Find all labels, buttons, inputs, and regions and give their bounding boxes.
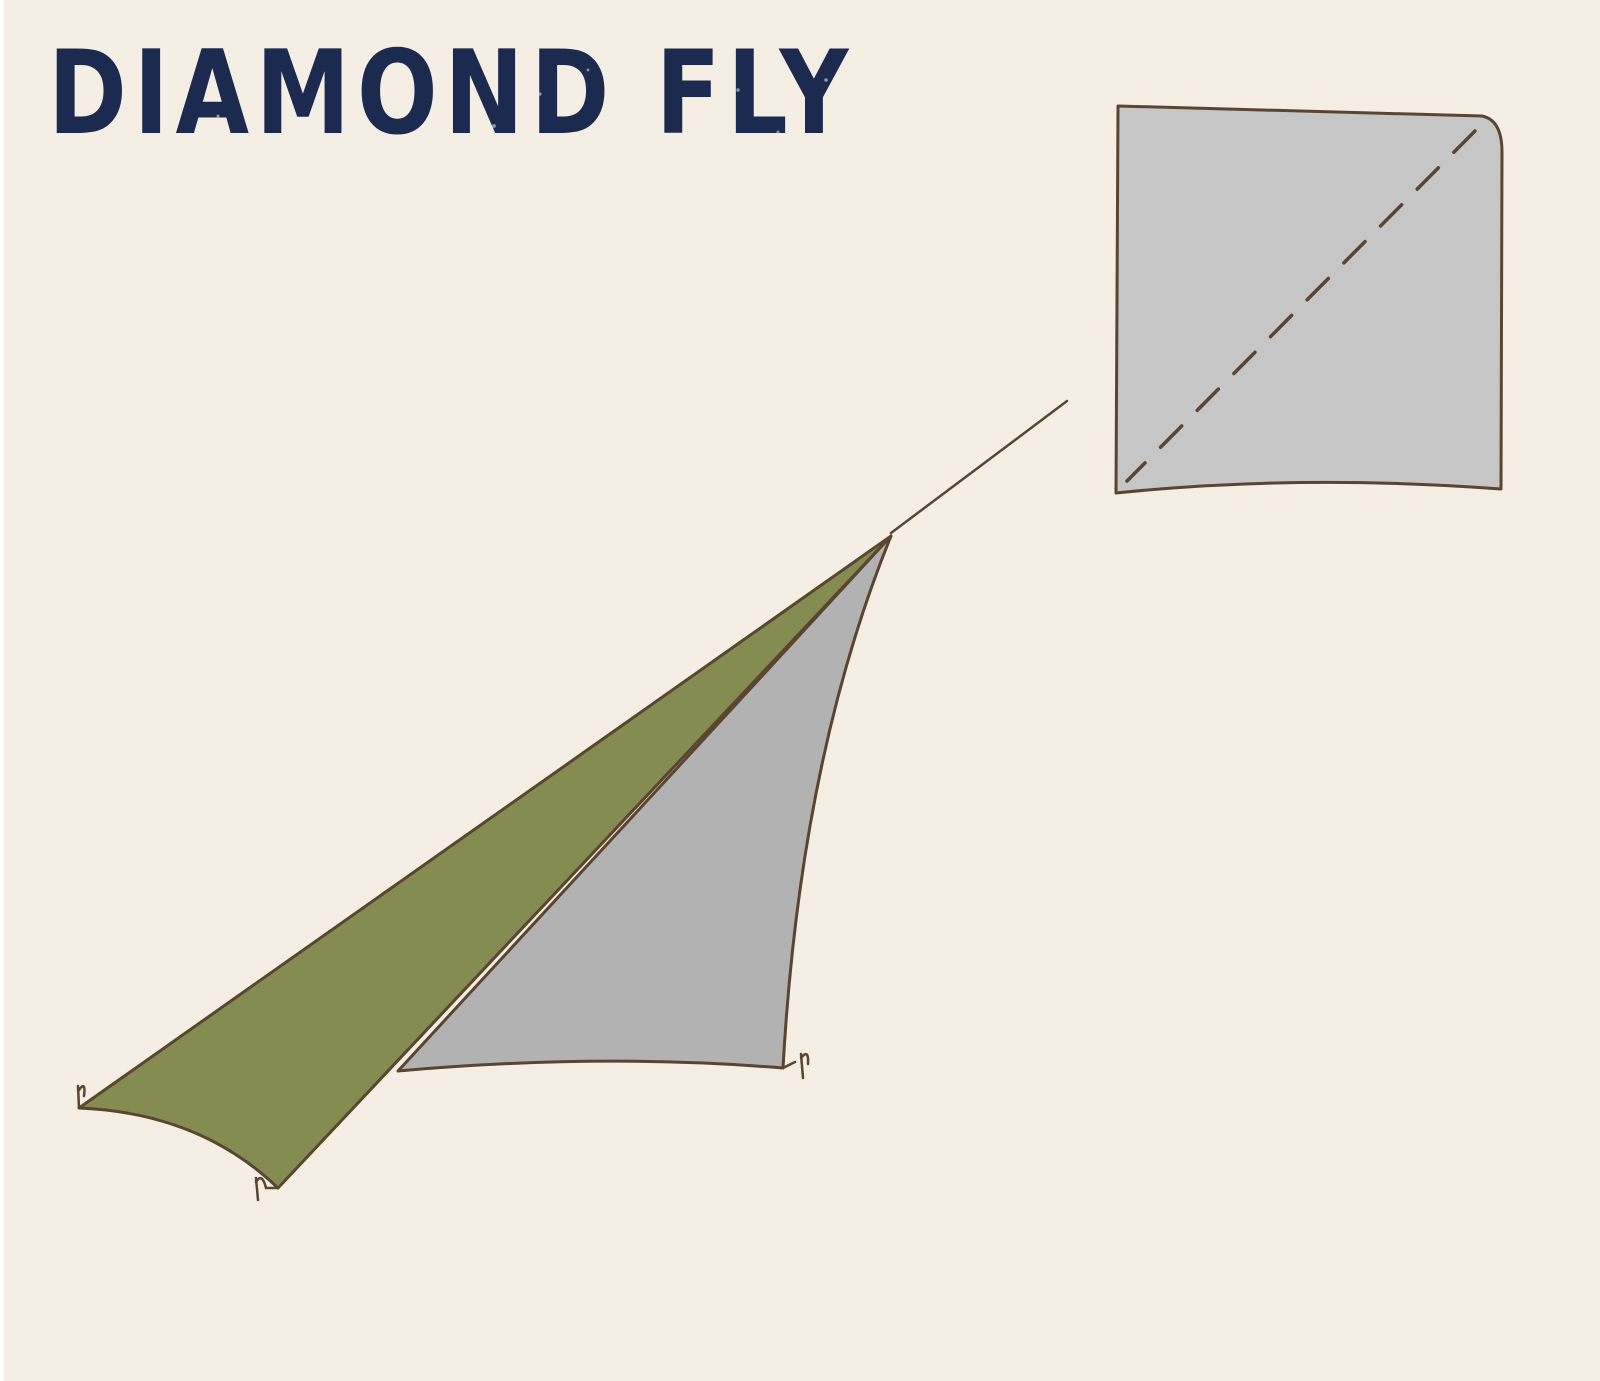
flat-tarp-icon <box>1114 104 1504 495</box>
tarp-top <box>77 534 893 1190</box>
tarp-underside <box>396 534 893 1073</box>
stake-icon <box>76 1084 86 1110</box>
stake-icon <box>254 1176 280 1202</box>
stake-icon <box>781 1052 810 1080</box>
pitched-tarp-icon <box>77 534 893 1190</box>
page-title: DIAMOND FLY <box>48 26 855 161</box>
ridgeline <box>889 399 1069 535</box>
page-edge <box>0 0 4 1381</box>
fold-line <box>1125 129 1477 483</box>
